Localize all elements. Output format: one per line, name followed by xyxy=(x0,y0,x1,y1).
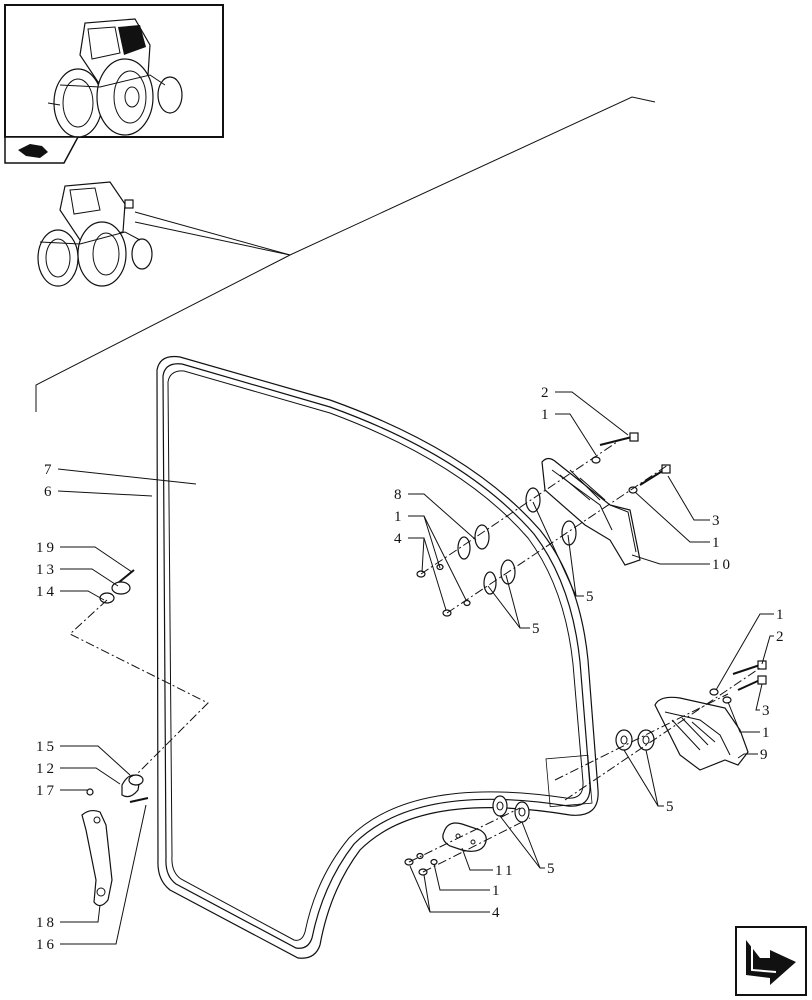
leader-lines xyxy=(57,391,774,945)
callout-3-upper: 3 xyxy=(712,513,723,529)
callout-4-mid: 4 xyxy=(394,531,405,547)
callout-10: 10 xyxy=(712,557,733,573)
lower-bolts xyxy=(709,660,767,704)
callout-3-lower: 3 xyxy=(762,703,773,719)
callout-18: 18 xyxy=(36,915,57,931)
callout-17: 17 xyxy=(36,783,57,799)
callout-5-mid: 5 xyxy=(532,621,543,637)
callout-1-upper: 1 xyxy=(541,407,552,423)
tractor-thumbnail-frame xyxy=(4,4,224,138)
callout-2-lower: 2 xyxy=(776,629,787,645)
callout-9: 9 xyxy=(760,747,771,763)
callout-12: 12 xyxy=(36,761,57,777)
callout-1-lower-right: 1 xyxy=(762,725,773,741)
lower-washers xyxy=(492,729,655,823)
callout-5-bottom: 5 xyxy=(547,861,558,877)
callout-5-upper: 5 xyxy=(586,589,597,605)
callout-labels: 7 6 19 13 14 15 12 17 18 16 2 1 3 1 10 8… xyxy=(36,385,787,953)
upper-bolts xyxy=(591,432,671,494)
callout-19: 19 xyxy=(36,540,57,556)
lower-hinge xyxy=(654,696,749,771)
callout-1-upper-right: 1 xyxy=(712,535,723,551)
callout-4-bottom: 4 xyxy=(492,905,503,921)
door-glass-seal xyxy=(156,355,599,959)
callout-7: 7 xyxy=(44,462,55,478)
callout-1-mid: 1 xyxy=(394,509,405,525)
lower-plate xyxy=(442,822,487,852)
upper-washers xyxy=(416,487,577,617)
callout-1-bottom: 1 xyxy=(492,883,503,899)
callout-14: 14 xyxy=(36,584,57,600)
callout-15: 15 xyxy=(36,739,57,755)
lower-nuts xyxy=(404,852,438,876)
callout-8: 8 xyxy=(394,487,405,503)
handle-parts xyxy=(81,569,149,907)
callout-11: 11 xyxy=(495,863,515,879)
callout-5-lower: 5 xyxy=(666,799,677,815)
callout-13: 13 xyxy=(36,562,57,578)
next-page-arrow-icon[interactable] xyxy=(735,926,807,996)
tractor-side-icon xyxy=(37,181,153,287)
callout-16: 16 xyxy=(36,937,57,953)
callout-1-lower: 1 xyxy=(776,607,787,623)
arrow-badge-icon xyxy=(4,136,80,164)
upper-hinge xyxy=(541,457,641,566)
callout-2-upper: 2 xyxy=(541,385,552,401)
callout-6: 6 xyxy=(44,484,55,500)
